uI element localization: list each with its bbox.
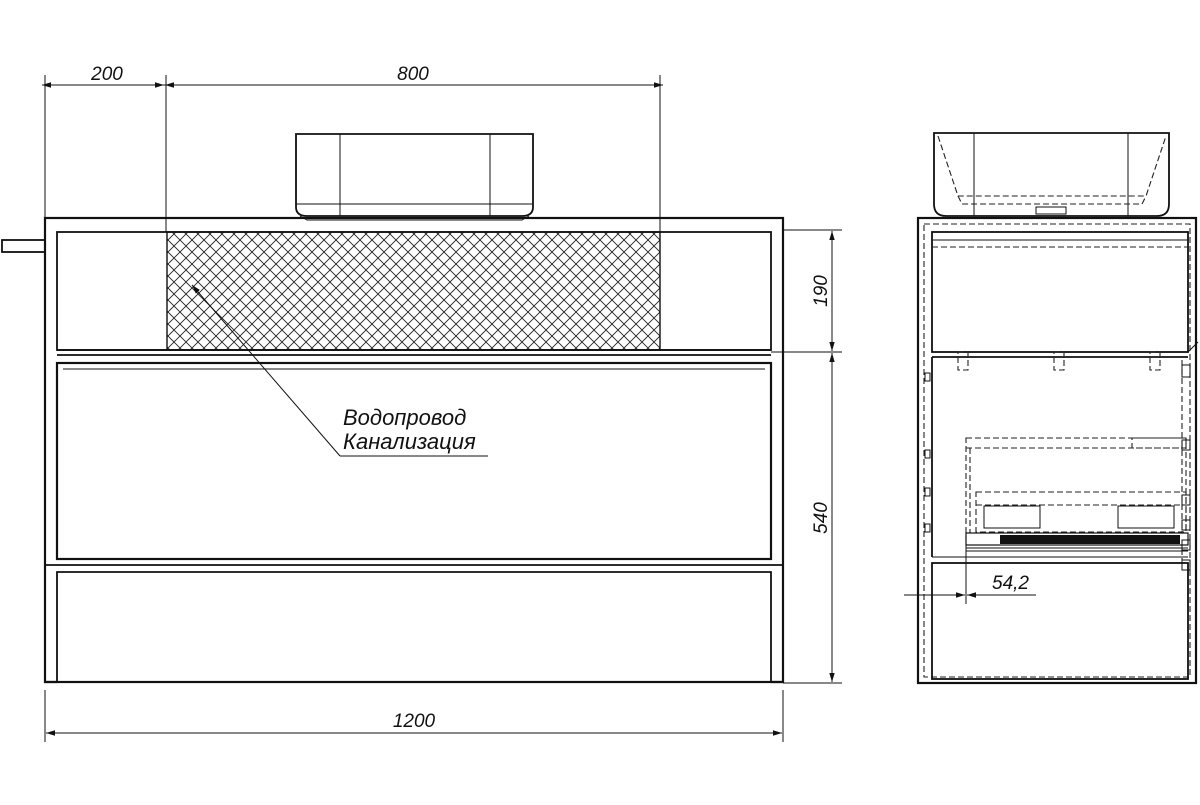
dimension-190-label: 190 [811,275,832,307]
side-cabinet-outline [916,216,1198,685]
dimension-1200-label: 1200 [393,711,436,732]
callout-leader [191,284,488,457]
bottom-dimension-line [44,690,784,742]
dimension-540-label: 540 [811,502,832,534]
callout-water-supply: Водопровод [343,405,466,430]
plumbing-zone-hatch [166,231,661,351]
pipe-stub [1,239,46,253]
side-drawer-hidden-lines [965,360,1187,560]
sink-front [295,133,534,221]
callout-sewerage: Канализация [343,429,476,454]
sink-side [933,132,1170,217]
dimension-200-label: 200 [90,64,123,85]
side-view: 54,2 [904,132,1199,685]
drawer-front [55,361,773,561]
side-drawer-slide [965,532,1189,552]
front-view: 200 800 [1,64,842,742]
lower-legs [45,564,783,684]
dimension-800-label: 800 [397,64,429,85]
dimension-54-2-label: 54,2 [992,573,1029,594]
right-dimension-lines [771,229,842,684]
side-hardware-marks [924,341,1199,571]
side-dimension-54-2 [904,545,1036,604]
top-dimension-lines [42,75,663,232]
